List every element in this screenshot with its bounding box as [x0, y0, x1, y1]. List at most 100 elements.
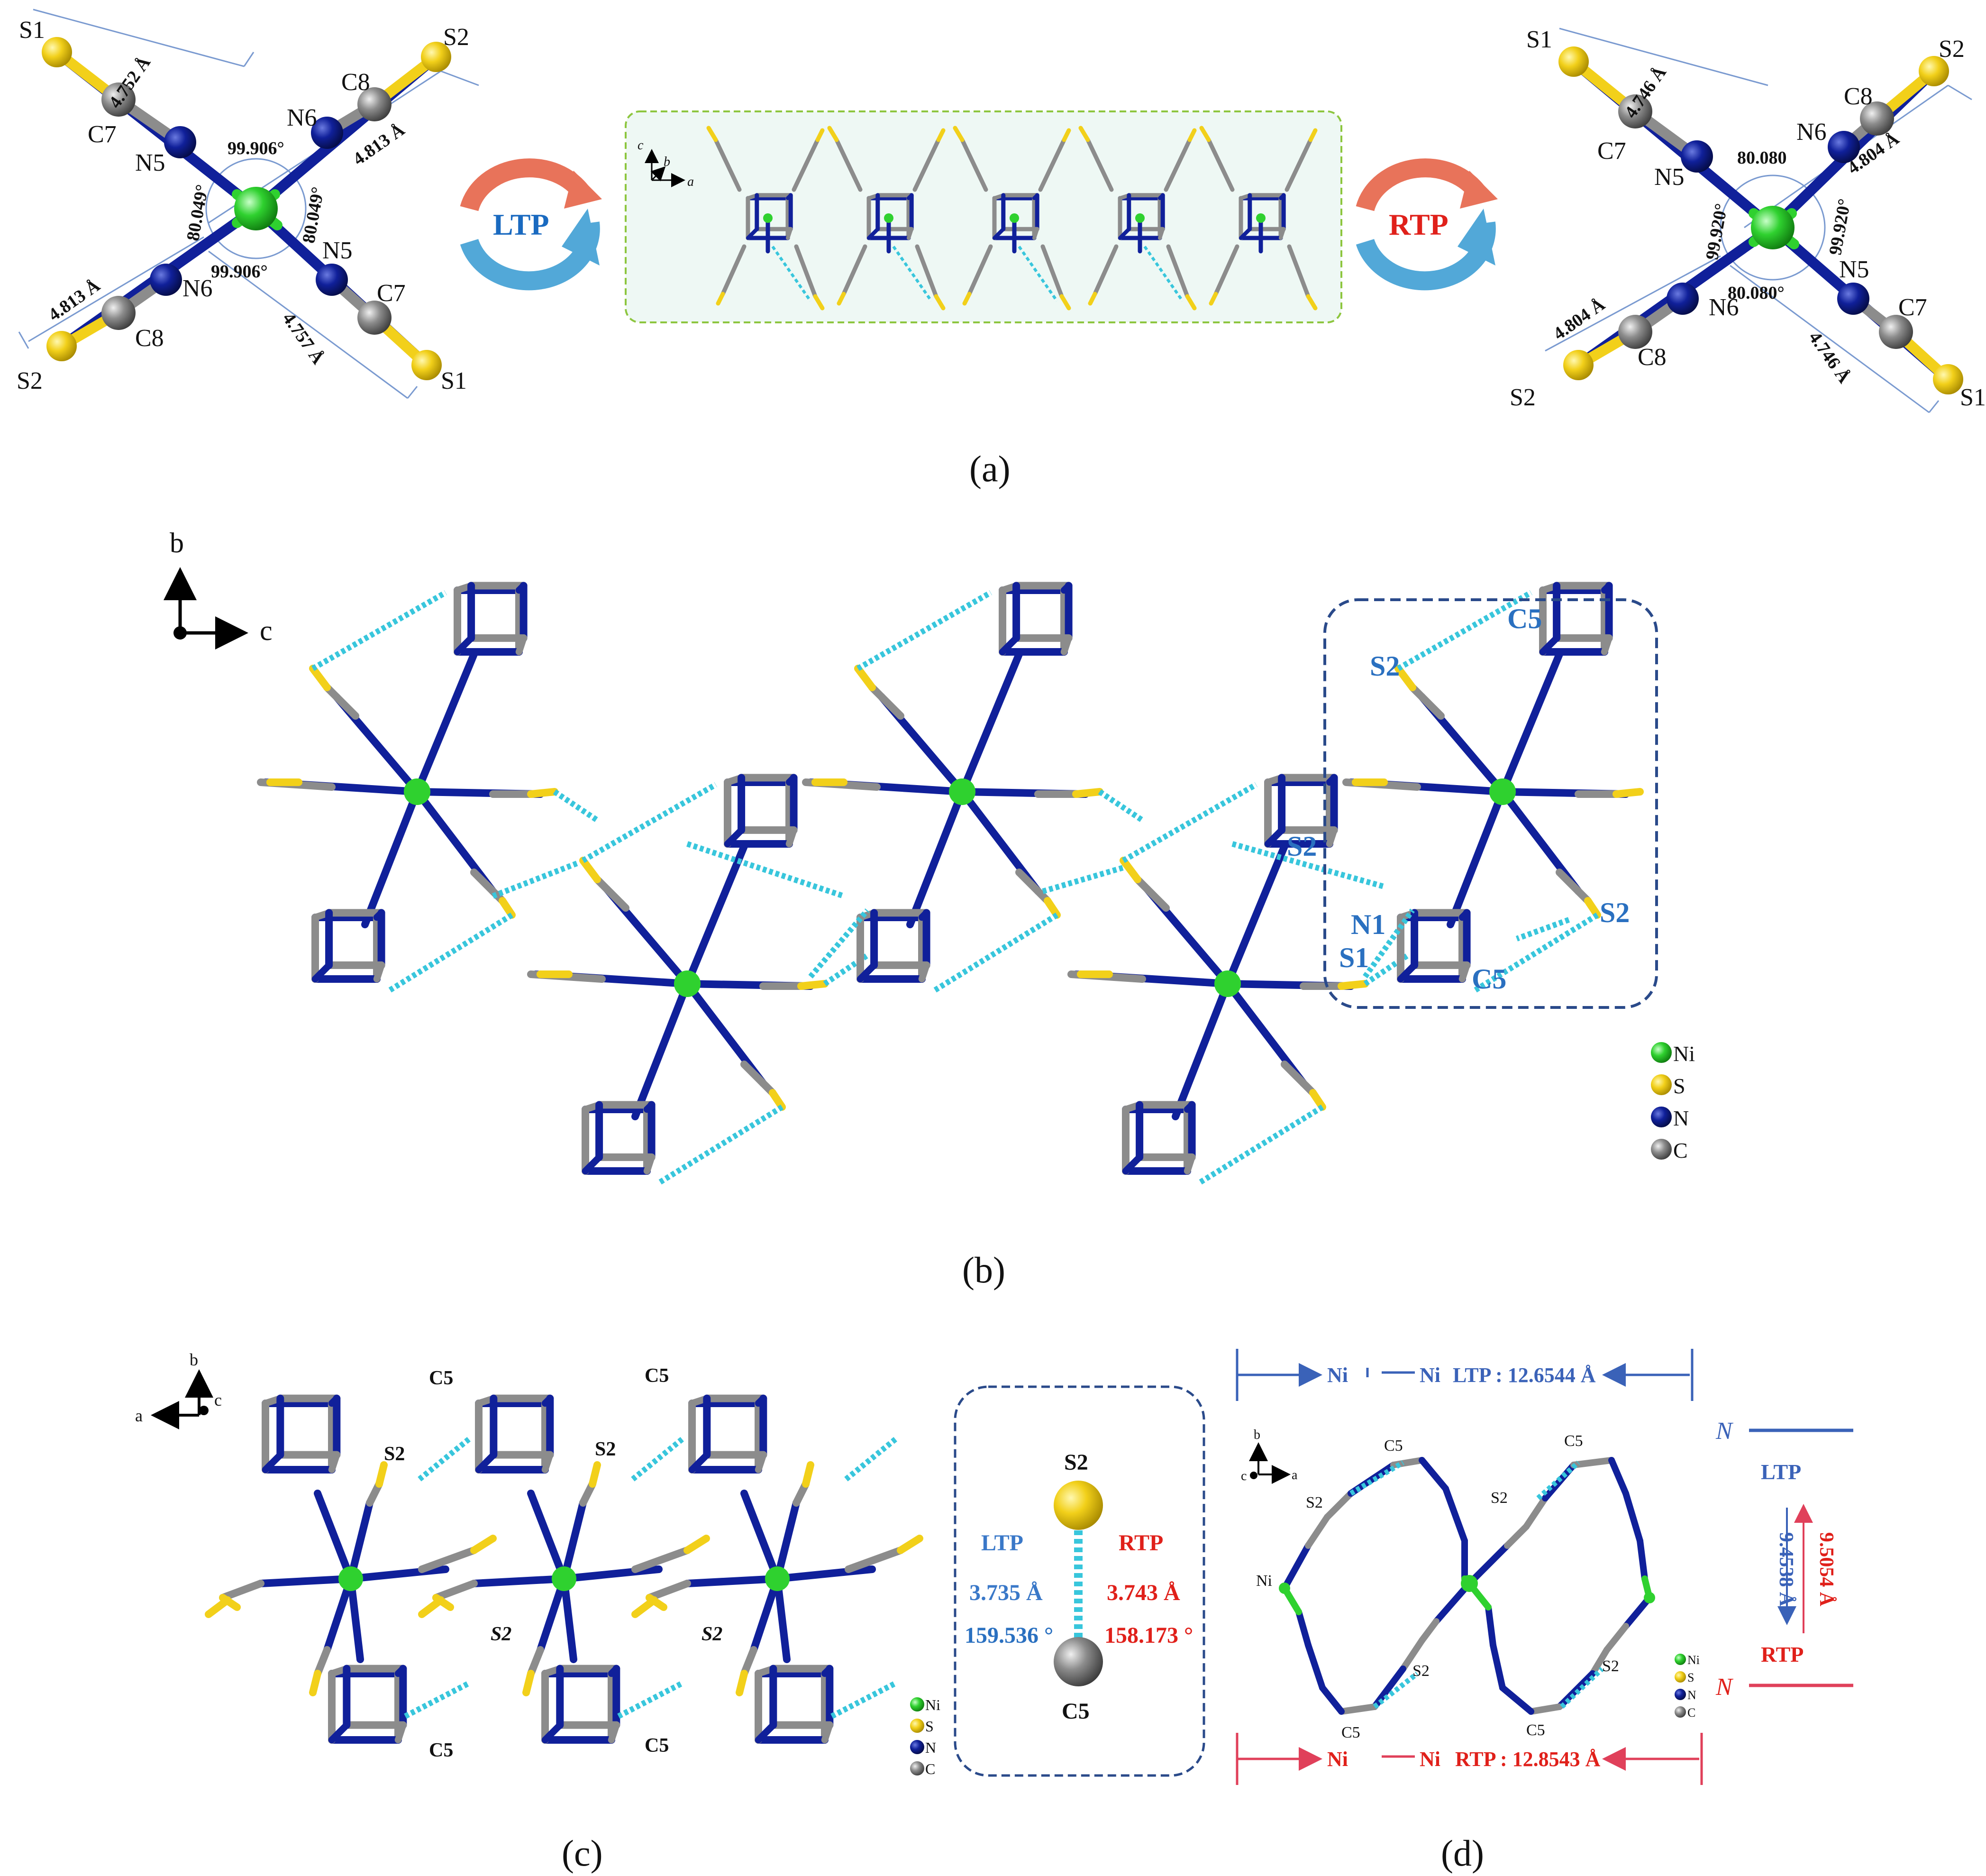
bond	[1295, 1609, 1312, 1648]
label-c7-top: C7	[88, 121, 117, 148]
label-b-s1: S1	[1339, 942, 1369, 973]
d-ltp-value: 9.4538 Å	[1775, 1532, 1797, 1607]
axis-a-a: a	[687, 174, 694, 189]
bond	[631, 1547, 691, 1573]
hydrogen-bond	[404, 1680, 471, 1719]
bond	[769, 1089, 786, 1111]
bond	[1570, 1457, 1615, 1468]
bond	[866, 227, 880, 240]
bond	[1060, 582, 1072, 594]
label-d-s2-l: S2	[1306, 1494, 1323, 1511]
ni-atom	[884, 213, 893, 223]
hydrogen-bond	[686, 841, 845, 899]
inset-ltp: LTP	[981, 1530, 1023, 1556]
bond	[579, 857, 601, 883]
hydrogen-bond	[492, 860, 580, 899]
bond	[792, 137, 820, 192]
label-n5-bot: N5	[322, 237, 353, 264]
bond	[375, 1461, 388, 1488]
bond	[740, 1646, 757, 1677]
bond	[527, 788, 558, 798]
hydrogen-bond	[582, 782, 717, 863]
bond	[1324, 1490, 1354, 1520]
bond	[936, 128, 946, 142]
bond	[683, 1575, 781, 1587]
bond	[373, 909, 385, 921]
bond	[958, 650, 1023, 796]
bond	[1419, 1457, 1449, 1492]
label-c-c5-2: C5	[645, 1365, 669, 1387]
bond	[1499, 1684, 1534, 1715]
caption-c: (c)	[562, 1832, 603, 1874]
bond	[755, 1395, 767, 1407]
bond	[1122, 1153, 1143, 1175]
ni-atom	[404, 778, 430, 805]
label-d-s2-r: S2	[1491, 1489, 1508, 1507]
bond	[1305, 1514, 1330, 1549]
legend-d: Ni S N C	[1675, 1653, 1700, 1720]
bond	[608, 1665, 620, 1677]
bond	[1637, 1537, 1648, 1582]
hydrogen-bond	[657, 1104, 784, 1186]
hydrogen-bond	[1536, 1460, 1580, 1501]
bond	[785, 826, 797, 848]
hydrogen-bond	[844, 1437, 898, 1482]
bond	[527, 1490, 568, 1583]
ni-atom	[1256, 213, 1266, 223]
bond	[1466, 1542, 1511, 1587]
hydrogen-bond	[617, 1680, 684, 1719]
inset-rtp-angle: 158.173 °	[1104, 1623, 1193, 1648]
label-d-s2-mr: S2	[1602, 1657, 1619, 1675]
label-n5-top: N5	[135, 149, 165, 176]
hydrogen-bond	[1363, 908, 1415, 979]
label-d-ni: Ni	[1256, 1572, 1272, 1590]
bond	[785, 227, 793, 240]
ring-network	[1279, 1457, 1655, 1715]
bond	[1608, 1457, 1629, 1497]
rtp-label: RTP	[1389, 208, 1449, 241]
label-d-s2-ml: S2	[1412, 1662, 1430, 1680]
ltp-coordination-complex: S1 S2 C7 C8 N5 N6 N6 N5 C7 C8 S1 S2 4.75…	[17, 9, 479, 399]
label-b-s2-box: S2	[1370, 650, 1400, 682]
ni-atom	[763, 213, 773, 223]
hydrogen-bond	[553, 789, 599, 823]
bond	[906, 193, 914, 201]
bond	[1120, 857, 1141, 883]
label-s2-bot: S2	[17, 367, 43, 394]
hydrogen-bond	[808, 908, 870, 979]
label-r-s2-top: S2	[1939, 36, 1965, 63]
bond	[1044, 897, 1061, 919]
bond	[856, 961, 878, 983]
bond	[1088, 292, 1097, 306]
bond	[1528, 1703, 1563, 1715]
bond	[470, 1575, 568, 1587]
inset-ltp-dist: 3.735 Å	[969, 1580, 1043, 1605]
dist-left-4: 4.757 Å	[279, 309, 328, 368]
bond	[1040, 244, 1064, 299]
hydrogen-bond	[631, 1437, 684, 1482]
bond	[1458, 961, 1470, 983]
bond	[992, 227, 1005, 240]
label-c-s2-3: S2	[491, 1623, 511, 1645]
label-r-n6-bot: N6	[1709, 294, 1739, 321]
bond	[1622, 1490, 1643, 1544]
bond	[1038, 137, 1066, 192]
bond	[962, 292, 972, 306]
bond	[394, 1721, 407, 1744]
d-ltp: LTP	[1761, 1460, 1801, 1484]
label-b-s2-right: S2	[1600, 897, 1630, 928]
hydrogen-bond	[311, 590, 447, 671]
bond	[1093, 244, 1119, 296]
bond	[413, 650, 478, 796]
bond	[311, 961, 333, 983]
label-r-s2-bot: S2	[1510, 384, 1536, 411]
bond	[1326, 826, 1338, 848]
bond	[1419, 1618, 1439, 1644]
legend-c-c: C	[925, 1760, 935, 1777]
bond	[1164, 137, 1192, 192]
legend-c-ni: Ni	[925, 1696, 940, 1713]
bond	[1118, 227, 1131, 240]
bond	[582, 1153, 603, 1175]
bond	[1622, 1594, 1653, 1629]
bond	[1281, 1542, 1312, 1592]
